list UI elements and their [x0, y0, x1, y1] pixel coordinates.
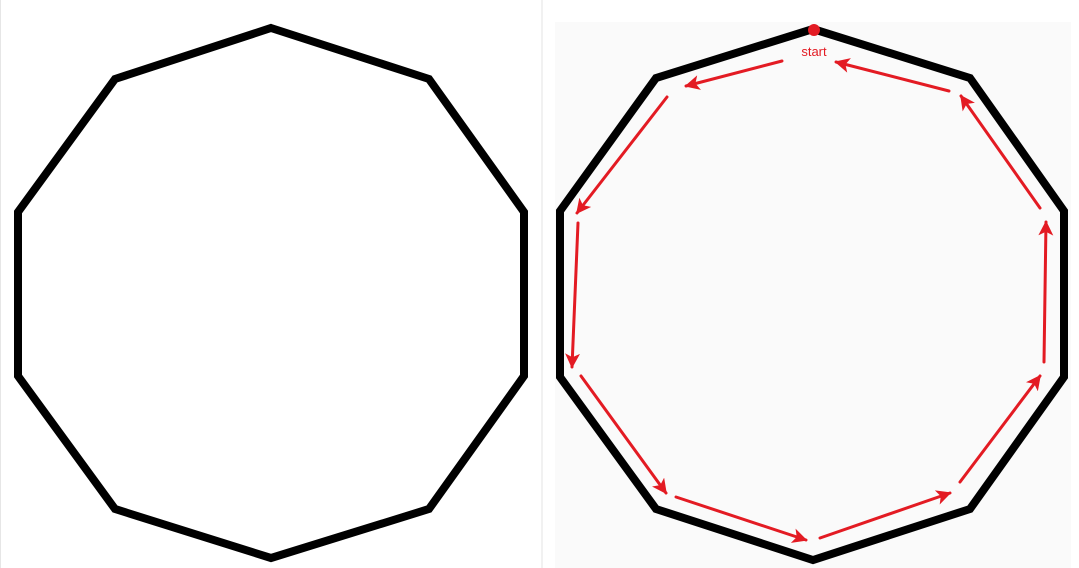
panel-divider [541, 0, 543, 568]
path-arrow-3 [565, 221, 581, 369]
right-decagon-outline [556, 24, 1068, 565]
path-arrow-7 [958, 374, 1042, 484]
path-arrow-2 [575, 95, 669, 215]
start-label: start [801, 44, 827, 59]
path-arrow-5 [674, 495, 808, 543]
path-arrow-10 [834, 58, 951, 93]
path-arrow-6 [818, 490, 952, 540]
start-point-marker [808, 24, 820, 36]
red-path-arrows [565, 58, 1054, 543]
left-decagon-outline [14, 23, 528, 563]
path-arrow-4 [579, 374, 668, 495]
right-panel-background [555, 22, 1071, 568]
path-arrow-1 [684, 59, 784, 90]
path-arrow-8 [1038, 220, 1054, 364]
path-arrow-9 [959, 94, 1042, 210]
